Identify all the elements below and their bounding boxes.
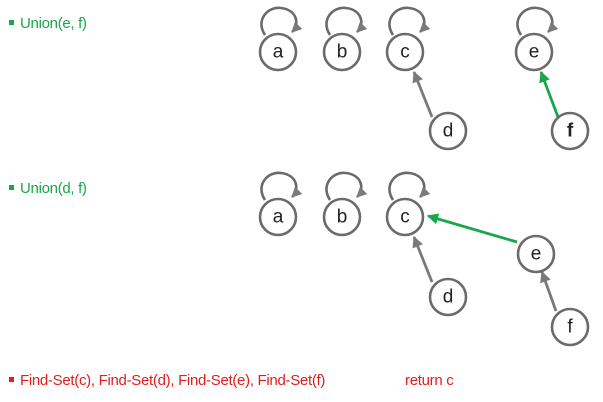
node-c: c	[385, 32, 425, 72]
bullet-square-icon	[9, 184, 14, 190]
edge-d-to-c	[412, 235, 434, 283]
forest-step-2: a b c e d f	[258, 171, 590, 347]
node-c: c	[385, 197, 425, 237]
node-label: b	[337, 207, 348, 228]
node-label: e	[531, 244, 542, 265]
node-f: f	[550, 111, 590, 151]
node-label: a	[273, 42, 284, 63]
node-label: c	[400, 207, 410, 228]
self-loop-c	[388, 171, 431, 201]
node-label: f	[567, 317, 573, 338]
edge-f-to-e	[539, 70, 560, 118]
node-a: a	[258, 197, 298, 237]
find-set-query-label: Find-Set(c), Find-Set(d), Find-Set(e), F…	[9, 372, 325, 389]
node-label: b	[337, 42, 348, 63]
node-label: e	[529, 42, 540, 63]
node-label: d	[443, 287, 454, 308]
self-loop-c	[388, 6, 431, 36]
forest-step-1: a b c e d f	[258, 6, 590, 151]
self-loop-a	[260, 171, 303, 201]
node-label: a	[273, 207, 284, 228]
node-a: a	[258, 32, 298, 72]
step-label-text: Union(d, f)	[20, 180, 87, 197]
node-label: c	[400, 42, 410, 63]
node-e: e	[516, 234, 556, 274]
edge-d-to-c	[412, 70, 434, 118]
node-label: d	[443, 121, 454, 142]
node-d: d	[428, 277, 468, 317]
node-e: e	[514, 32, 554, 72]
edge-e-to-c	[426, 213, 518, 244]
step-union-e-f-label: Union(e, f)	[9, 15, 87, 32]
bullet-square-icon	[9, 19, 14, 25]
step-union-d-f-label: Union(d, f)	[9, 180, 87, 197]
node-d: d	[428, 111, 468, 151]
query-result: return c	[405, 372, 454, 389]
node-b: b	[322, 32, 362, 72]
bullet-square-icon	[9, 376, 14, 382]
query-label-text: Find-Set(c), Find-Set(d), Find-Set(e), F…	[20, 372, 326, 389]
self-loop-e	[516, 6, 559, 36]
step-label-text: Union(e, f)	[20, 15, 87, 32]
node-label: f	[567, 121, 574, 142]
self-loop-a	[260, 6, 303, 36]
self-loop-b	[325, 171, 368, 201]
edge-f-to-e	[540, 270, 558, 312]
node-f: f	[550, 307, 590, 347]
node-b: b	[322, 197, 362, 237]
self-loop-b	[325, 6, 368, 36]
